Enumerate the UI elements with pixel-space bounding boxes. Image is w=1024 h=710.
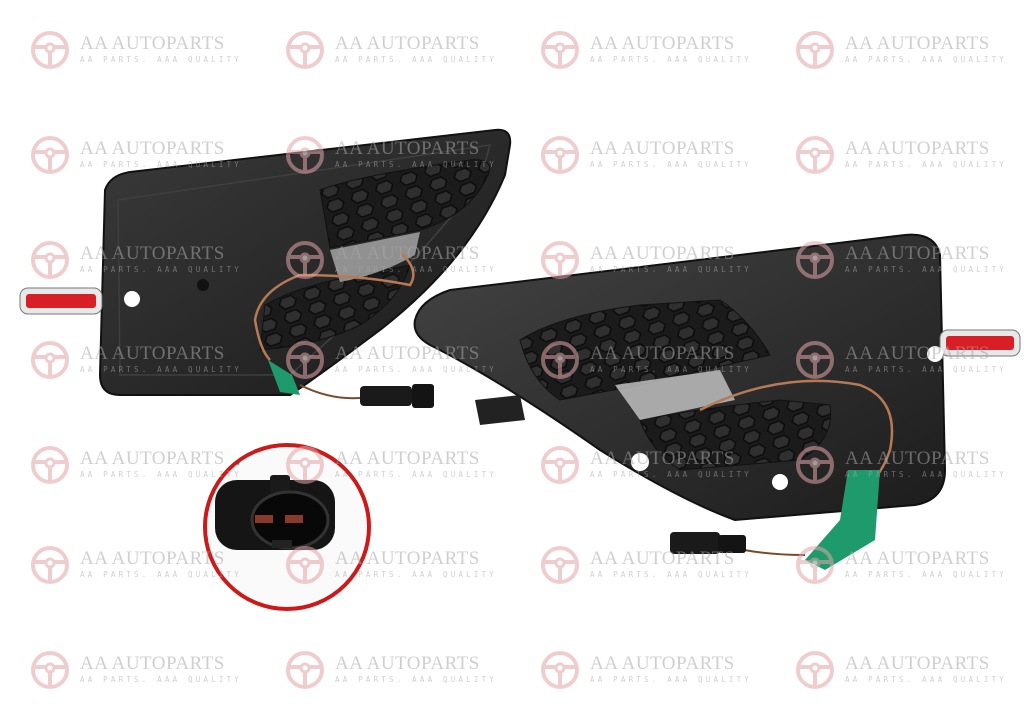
connector-closeup-inset [203,443,371,611]
left-trim-panel [19,128,512,408]
right-trim-panel [413,233,1021,570]
